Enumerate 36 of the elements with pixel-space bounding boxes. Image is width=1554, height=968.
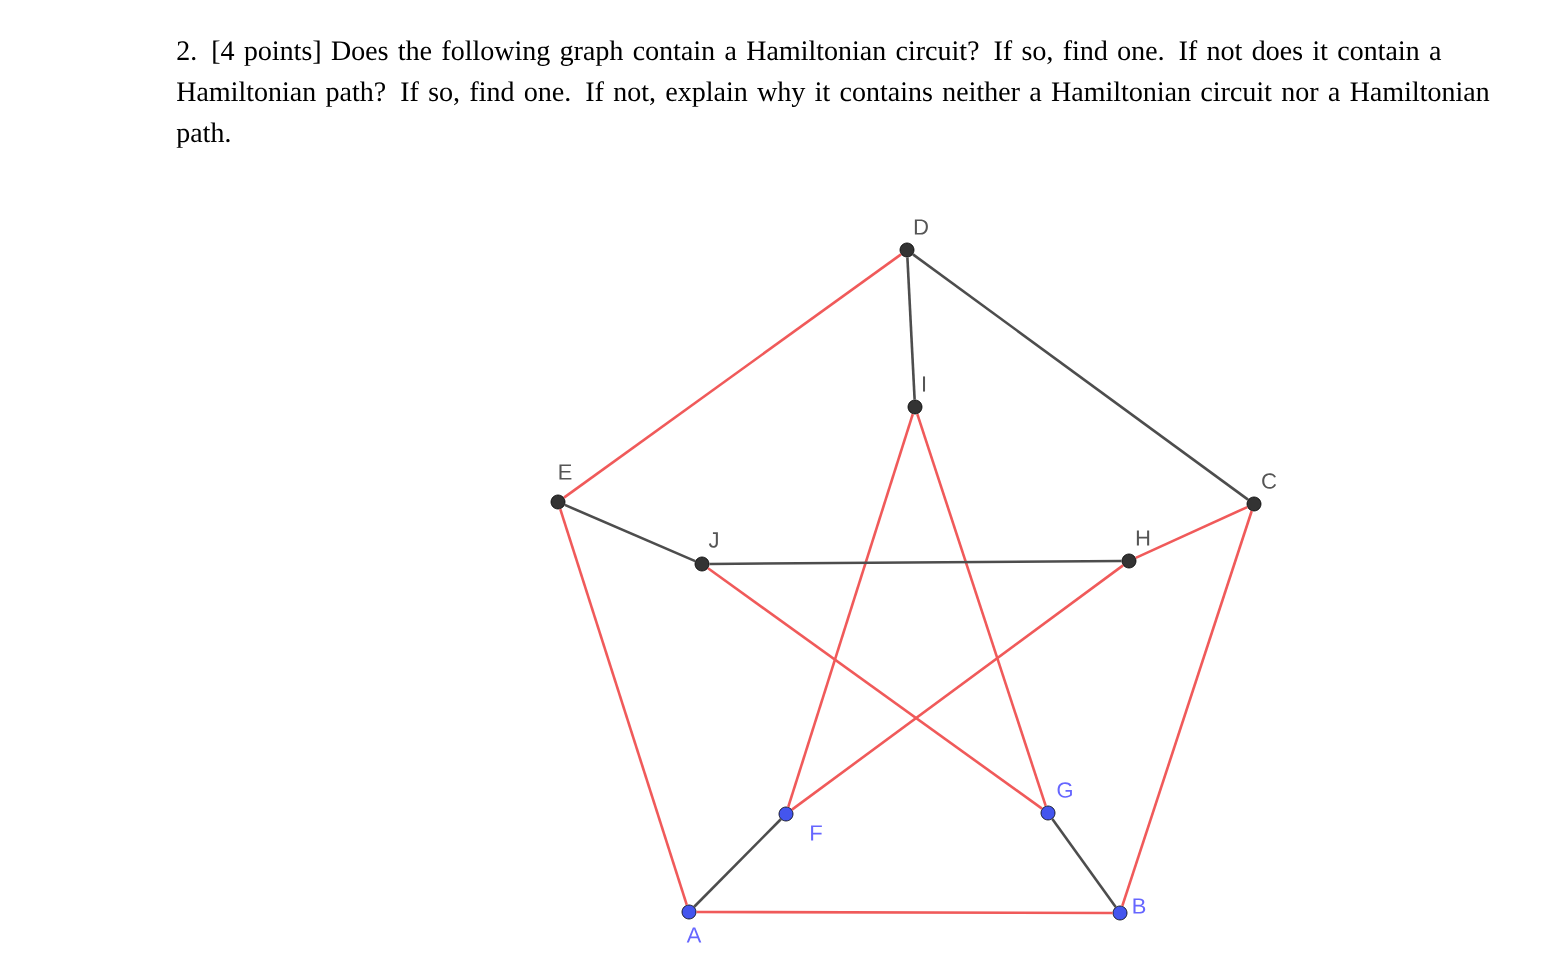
vertex-label: J	[708, 532, 718, 548]
graph-edge	[696, 910, 1113, 915]
vertex-dot	[550, 494, 566, 510]
vertex-label: E	[559, 464, 572, 480]
graph-edge	[563, 253, 902, 499]
vertex-label: I	[923, 376, 926, 392]
graph-edge	[912, 253, 1249, 501]
vertex-dot	[694, 556, 710, 572]
graph-edge	[1051, 818, 1117, 908]
graph-edge	[1121, 510, 1253, 907]
vertex-dot	[778, 806, 794, 822]
graph-edge	[787, 413, 914, 808]
graph-edge	[709, 559, 1122, 566]
vertex-label: B	[1133, 898, 1146, 914]
vertex-label: A	[686, 927, 702, 943]
graph-edge	[693, 818, 782, 908]
vertex-dot	[1121, 553, 1137, 569]
vertex-dot	[1246, 496, 1262, 512]
vertex-dot	[1040, 805, 1056, 821]
graph-edge	[707, 567, 1043, 810]
vertex-dot	[681, 904, 697, 920]
vertex-label: F	[811, 825, 822, 841]
graph-edge	[559, 508, 688, 906]
question-text: 2. [4 points] Does the following graph contain a Hamiltonian circuit? If so, find one. If not does it contain a Hamiltonian path? If so, find one. If not, explain why it contains neither a Hamiltonian circuit nor a Hamiltonian path.	[176, 40, 1490, 148]
graph-edge	[906, 257, 916, 400]
vertex-dot	[899, 242, 915, 258]
vertex-label: D	[914, 219, 928, 235]
vertex-dot	[1112, 905, 1128, 921]
vertex-dot	[907, 399, 923, 415]
graph-edge	[1135, 505, 1248, 560]
vertex-label: C	[1262, 473, 1277, 489]
graph-edge	[916, 413, 1047, 807]
vertex-label: G	[1057, 782, 1072, 798]
vertex-label: H	[1136, 530, 1150, 546]
graph-edge	[564, 503, 696, 563]
graph-edge	[791, 564, 1124, 811]
